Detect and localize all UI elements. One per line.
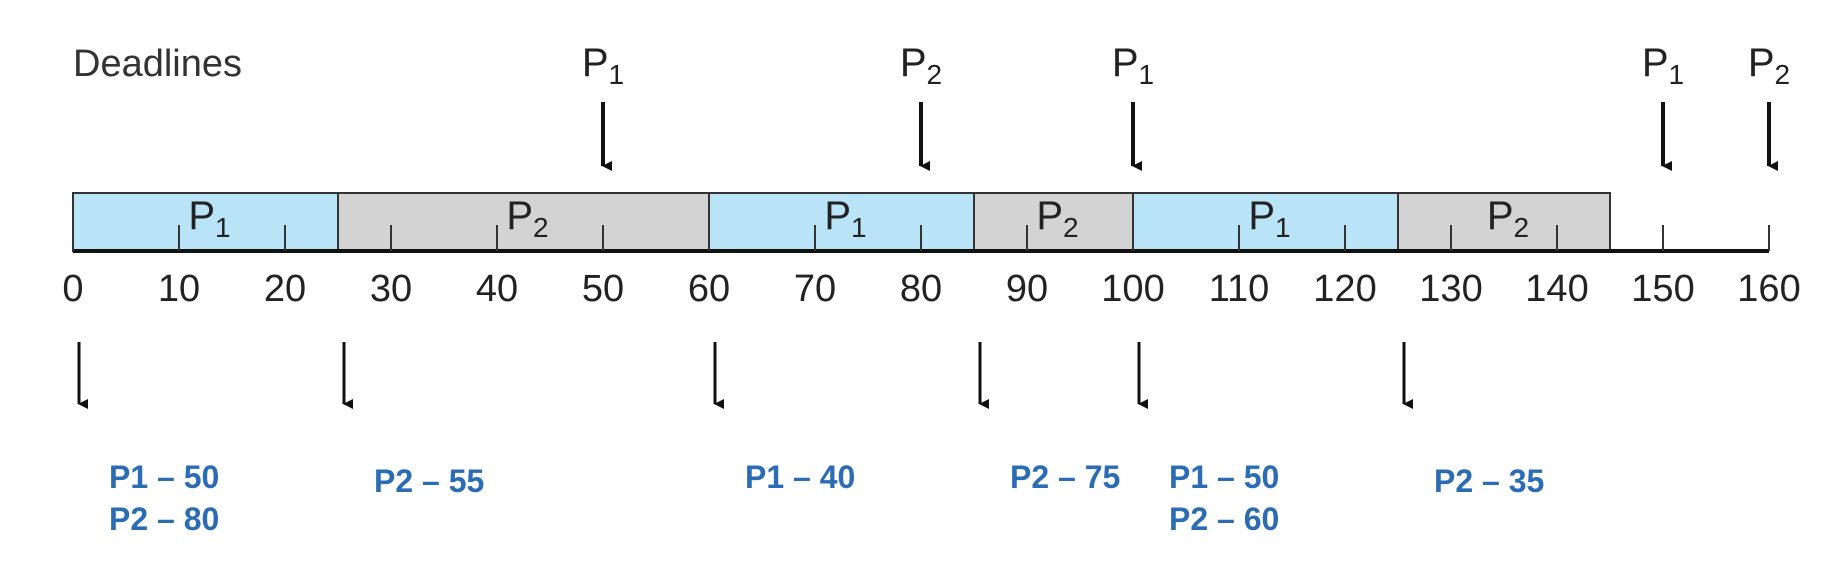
- deadline-label-2: P1: [1112, 41, 1154, 90]
- tick-label-0: 0: [62, 268, 83, 310]
- remaining-time-label-1-0: P2 – 55: [374, 463, 484, 499]
- segment-label-4: P1: [1248, 194, 1290, 243]
- timeline-segments: P1 P2 P1 P2 P1 P2: [72, 192, 1611, 252]
- tick-label-12: 120: [1313, 268, 1376, 310]
- deadline-label-3: P1: [1642, 41, 1684, 90]
- segment-p1-2: [708, 192, 975, 252]
- time-axis: 0 10 20 30 40 50 60 70 80 90 100 110 120 130 140 150 160: [62, 225, 1801, 310]
- deadlines-title: Deadlines: [73, 43, 242, 85]
- remaining-time-label-0-1: P2 – 80: [109, 501, 219, 537]
- segment-label-2: P1: [824, 194, 866, 243]
- tick-label-3: 30: [370, 268, 412, 310]
- segment-label-1: P2: [506, 194, 548, 243]
- tick-label-5: 50: [582, 268, 624, 310]
- segment-p2-3: [973, 192, 1134, 252]
- tick-label-10: 100: [1101, 268, 1164, 310]
- tick-label-14: 140: [1525, 268, 1588, 310]
- decision-points: P1 – 50 P2 – 80 P2 – 55 P1 – 40 P2 – 75 P1 – …: [77, 342, 1544, 537]
- tick-label-6: 60: [688, 268, 730, 310]
- segment-label-0: P1: [188, 194, 230, 243]
- tick-label-1: 10: [158, 268, 200, 310]
- tick-label-2: 20: [264, 268, 306, 310]
- tick-label-7: 70: [794, 268, 836, 310]
- deadline-label-1: P2: [900, 41, 942, 90]
- tick-label-9: 90: [1006, 268, 1048, 310]
- deadline-markers: P1 P2 P1 P1 P2: [582, 41, 1790, 171]
- remaining-time-label-2-0: P1 – 40: [745, 459, 855, 495]
- remaining-time-label-4-1: P2 – 60: [1169, 501, 1279, 537]
- remaining-time-label-0-0: P1 – 50: [109, 459, 219, 495]
- remaining-time-label-3-0: P2 – 75: [1010, 459, 1120, 495]
- segment-p1-0: [72, 192, 339, 252]
- tick-label-15: 150: [1631, 268, 1694, 310]
- deadline-label-4: P2: [1748, 41, 1790, 90]
- tick-label-4: 40: [476, 268, 518, 310]
- remaining-time-label-5-0: P2 – 35: [1434, 463, 1544, 499]
- segment-label-3: P2: [1036, 194, 1078, 243]
- tick-label-11: 110: [1209, 268, 1270, 310]
- remaining-time-label-4-0: P1 – 50: [1169, 459, 1279, 495]
- segment-p2-5: [1397, 192, 1611, 252]
- tick-label-13: 130: [1419, 268, 1482, 310]
- segment-label-5: P2: [1487, 194, 1529, 243]
- deadline-label-0: P1: [582, 41, 624, 90]
- tick-label-8: 80: [900, 268, 942, 310]
- tick-label-16: 160: [1737, 268, 1800, 310]
